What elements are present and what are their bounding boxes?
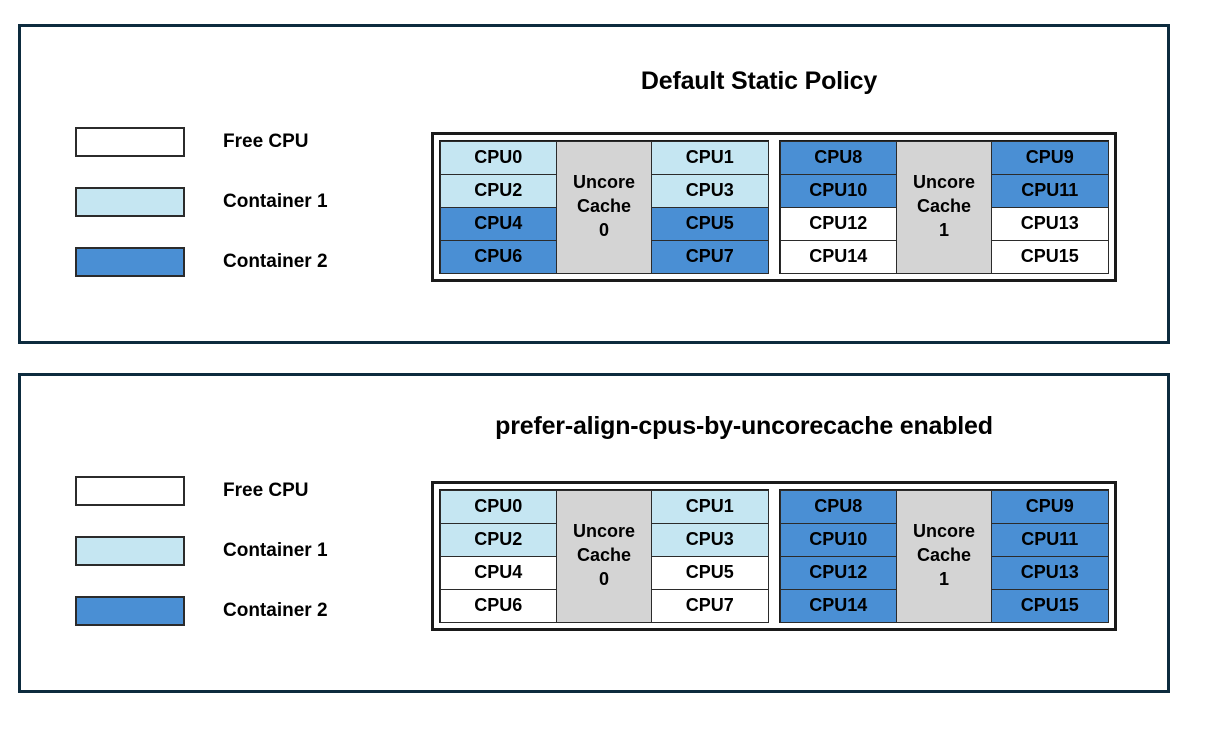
cpu-cell: CPU7 — [651, 239, 769, 274]
uncore-cache-line: 0 — [598, 568, 609, 589]
legend-item-container-2: Container 2 — [75, 581, 328, 641]
cpu-cell: CPU5 — [651, 555, 769, 590]
cpu-cell: CPU1 — [651, 489, 769, 524]
legend-swatch — [75, 247, 185, 277]
cpu-cell: CPU13 — [991, 206, 1109, 241]
cpu-cell: CPU7 — [651, 588, 769, 623]
uncore-cache-line: Cache — [576, 196, 632, 217]
legend-label: Container 1 — [223, 191, 328, 212]
cpu-cell: CPU9 — [991, 489, 1109, 524]
cpu-cell: CPU14 — [779, 239, 897, 274]
cpu-cell: CPU9 — [991, 140, 1109, 175]
cpu-cell: CPU0 — [439, 140, 557, 175]
cpu-cell: CPU11 — [991, 522, 1109, 557]
cpu-cell: CPU15 — [991, 588, 1109, 623]
uncore-cache-line: 0 — [598, 219, 609, 240]
cpu-cell: CPU10 — [779, 522, 897, 557]
legend: Free CPU Container 1 Container 2 — [75, 112, 328, 292]
uncore-cache-line: Cache — [576, 545, 632, 566]
cpu-cell: CPU8 — [779, 140, 897, 175]
legend-item-free-cpu: Free CPU — [75, 461, 328, 521]
cpu-cell: CPU4 — [439, 555, 557, 590]
uncore-cache-line: 1 — [938, 568, 949, 589]
cpu-cell: CPU1 — [651, 140, 769, 175]
legend-swatch — [75, 536, 185, 566]
uncore-cache-line: Uncore — [912, 172, 975, 193]
legend-item-container-2: Container 2 — [75, 232, 328, 292]
cpu-cell: CPU2 — [439, 173, 557, 208]
diagram-panel-prefer-align-enabled: prefer-align-cpus-by-uncorecache enabled… — [18, 373, 1170, 693]
legend-item-free-cpu: Free CPU — [75, 112, 328, 172]
cpu-cell: CPU6 — [439, 239, 557, 274]
panel-title-text: Default Static Policy — [640, 67, 878, 95]
legend-swatch — [75, 127, 185, 157]
legend-label: Container 1 — [223, 540, 328, 561]
uncore-cache-line: Cache — [916, 196, 972, 217]
cpu-cell: CPU0 — [439, 489, 557, 524]
diagram-panel-default-static-policy: Default Static Policy Free CPU Container … — [18, 24, 1170, 344]
panel-title: prefer-align-cpus-by-uncorecache enabled — [21, 412, 1167, 441]
cpu-cell: CPU12 — [779, 206, 897, 241]
legend: Free CPU Container 1 Container 2 — [75, 461, 328, 641]
cpu-cell: CPU3 — [651, 522, 769, 557]
uncore-cache-line: Cache — [916, 545, 972, 566]
cpu-cell: CPU11 — [991, 173, 1109, 208]
legend-swatch — [75, 596, 185, 626]
panel-title-text: prefer-align-cpus-by-uncorecache enabled — [495, 412, 993, 440]
panel-title: Default Static Policy — [21, 67, 1167, 96]
legend-swatch — [75, 187, 185, 217]
legend-item-container-1: Container 1 — [75, 172, 328, 232]
cpu-cell: CPU3 — [651, 173, 769, 208]
legend-label: Free CPU — [223, 131, 309, 152]
legend-label: Container 2 — [223, 251, 328, 272]
uncore-cache-line: Uncore — [572, 521, 635, 542]
cpu-cell: CPU15 — [991, 239, 1109, 274]
cpu-cell: CPU8 — [779, 489, 897, 524]
uncore-cache-line: Uncore — [912, 521, 975, 542]
cpu-cell: CPU10 — [779, 173, 897, 208]
cpu-cell: CPU12 — [779, 555, 897, 590]
cpu-cell: CPU4 — [439, 206, 557, 241]
legend-item-container-1: Container 1 — [75, 521, 328, 581]
cpu-cell: CPU14 — [779, 588, 897, 623]
uncore-cache-line: 1 — [938, 219, 949, 240]
cpu-cell: CPU2 — [439, 522, 557, 557]
legend-label: Free CPU — [223, 480, 309, 501]
legend-label: Container 2 — [223, 600, 328, 621]
legend-swatch — [75, 476, 185, 506]
cpu-cell: CPU5 — [651, 206, 769, 241]
uncore-cache-line: Uncore — [572, 172, 635, 193]
cpu-cell: CPU6 — [439, 588, 557, 623]
cpu-cell: CPU13 — [991, 555, 1109, 590]
